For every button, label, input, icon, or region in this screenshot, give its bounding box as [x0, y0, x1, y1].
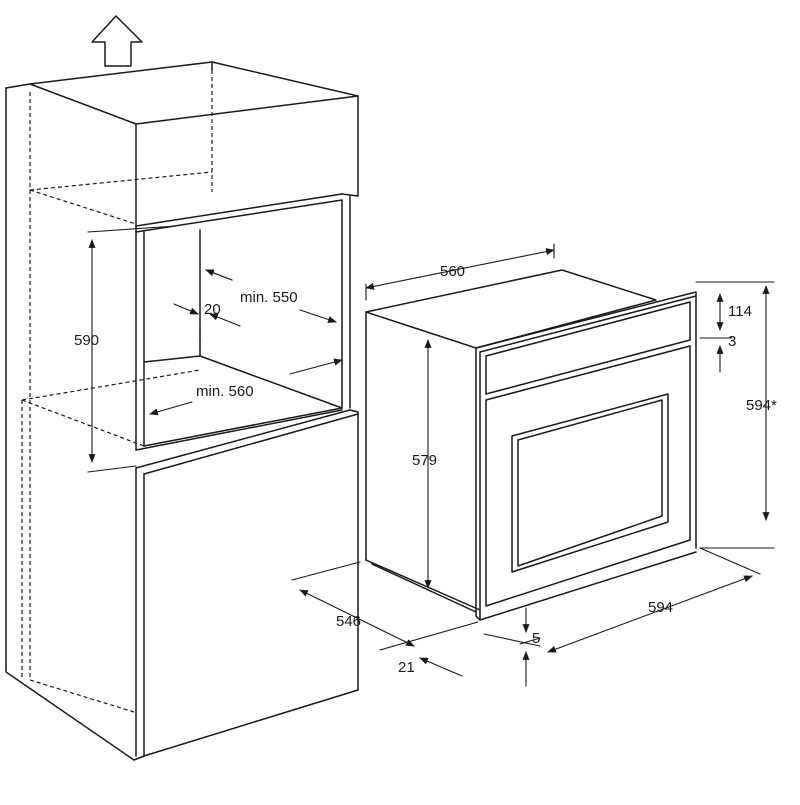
cabinet-width-label: min. 560	[196, 383, 254, 400]
oven	[365, 269, 697, 621]
tall-cabinet	[5, 61, 359, 761]
oven-dimensions: 560 579 594* 114 3 546 21 594 5	[291, 243, 777, 687]
oven-depth-label: 546	[336, 613, 361, 630]
cabinet-depth-label: min. 550	[240, 289, 298, 306]
cabinet-height-label: 590	[74, 332, 99, 349]
oven-bottom-offset-label: 5	[532, 630, 540, 647]
oven-panel-height-label: 114	[728, 303, 752, 320]
oven-front-thickness-label: 21	[398, 659, 415, 676]
up-arrow-icon	[91, 15, 143, 67]
oven-body-height-label: 579	[412, 452, 437, 469]
cabinet-dimensions: 590 min. 550 20 min. 560	[74, 225, 343, 473]
oven-panel-gap-label: 3	[728, 333, 736, 350]
cabinet-gap-label: 20	[204, 301, 221, 318]
oven-front-height-label: 594*	[746, 397, 777, 414]
oven-width-top-label: 560	[440, 263, 465, 280]
oven-front-width-label: 594	[648, 599, 673, 616]
